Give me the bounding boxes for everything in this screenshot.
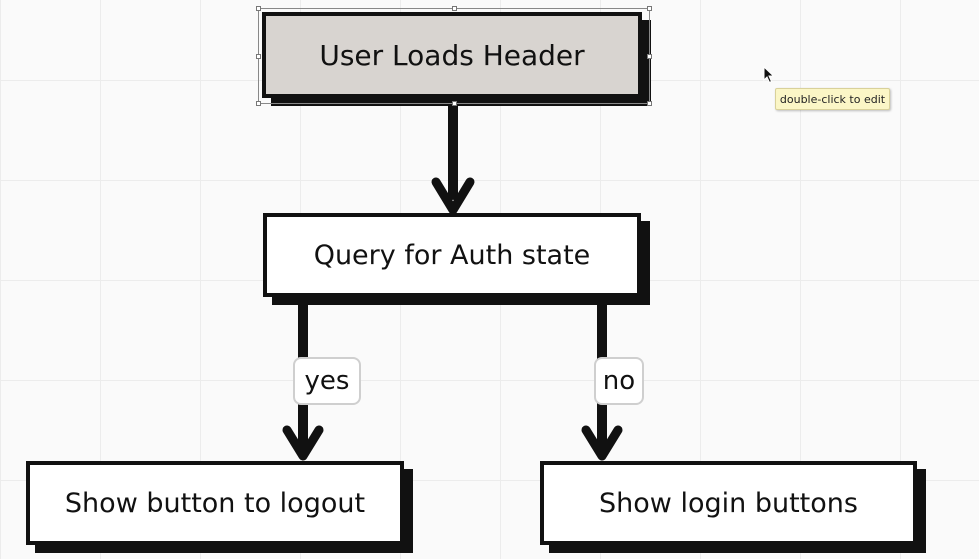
node-label: User Loads Header (319, 38, 585, 72)
node-show-logout-button[interactable]: Show button to logout (26, 461, 404, 545)
tooltip-text: double-click to edit (779, 92, 886, 106)
node-show-login-buttons[interactable]: Show login buttons (540, 461, 917, 545)
edge-header-to-query (431, 95, 475, 215)
node-label: Show login buttons (599, 487, 858, 519)
arrowhead-icon (431, 177, 475, 215)
arrowhead-icon (581, 425, 623, 461)
edit-tooltip: double-click to edit (775, 88, 890, 110)
mouse-pointer-icon (763, 66, 775, 84)
node-label: Show button to logout (64, 487, 366, 519)
node-label: Query for Auth state (313, 239, 591, 271)
edge-label-text: yes (304, 366, 350, 396)
arrowhead-icon (282, 425, 324, 461)
edge-label-yes[interactable]: yes (293, 357, 361, 405)
edge-label-text: no (602, 366, 636, 396)
node-query-auth-state[interactable]: Query for Auth state (263, 213, 641, 297)
edge-label-no[interactable]: no (594, 357, 644, 405)
node-user-loads-header[interactable]: User Loads Header (262, 12, 642, 98)
